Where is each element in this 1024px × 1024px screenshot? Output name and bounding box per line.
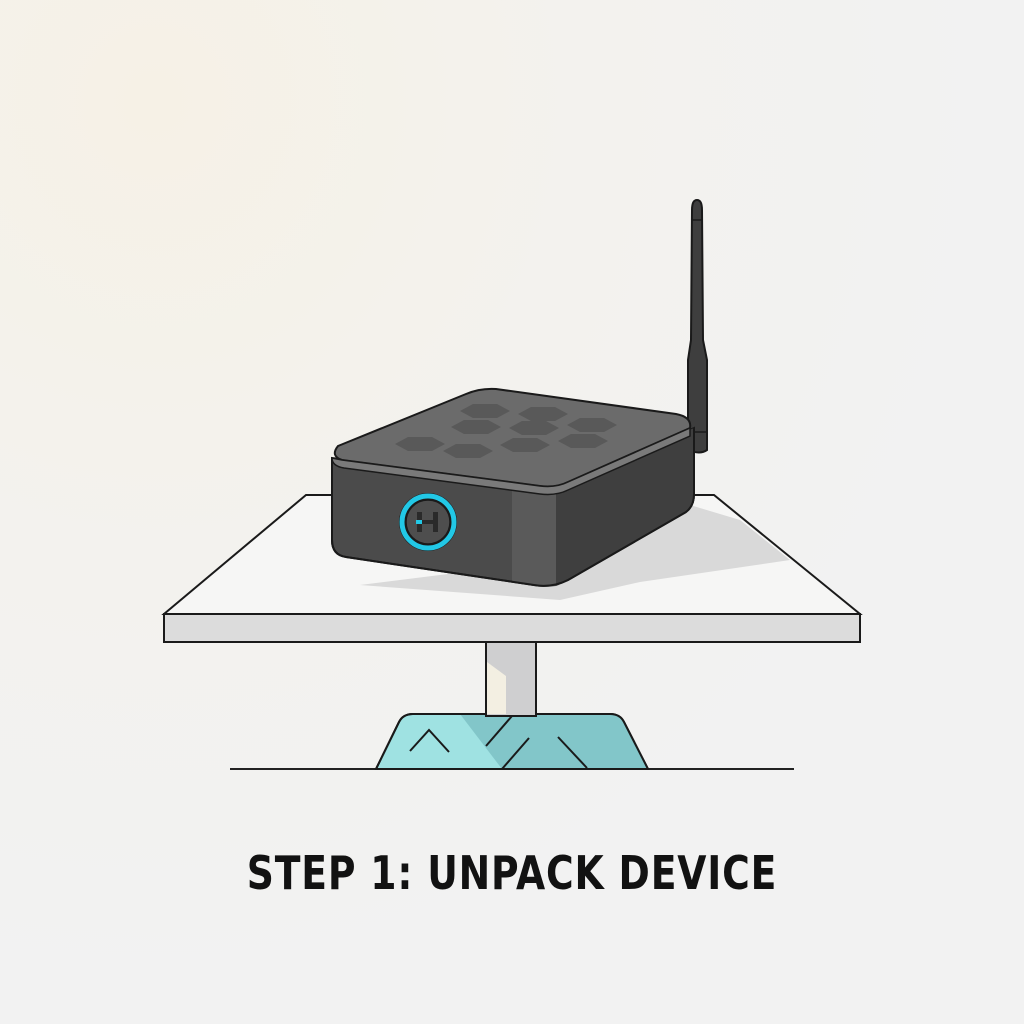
hexagon-vents — [395, 404, 617, 458]
table-pole — [485, 641, 537, 717]
table-base — [374, 713, 650, 770]
antenna — [687, 198, 708, 454]
step-caption: STEP 1: UNPACK DEVICE — [246, 846, 778, 900]
power-status-ring-icon — [399, 493, 457, 551]
router-device — [331, 387, 695, 587]
